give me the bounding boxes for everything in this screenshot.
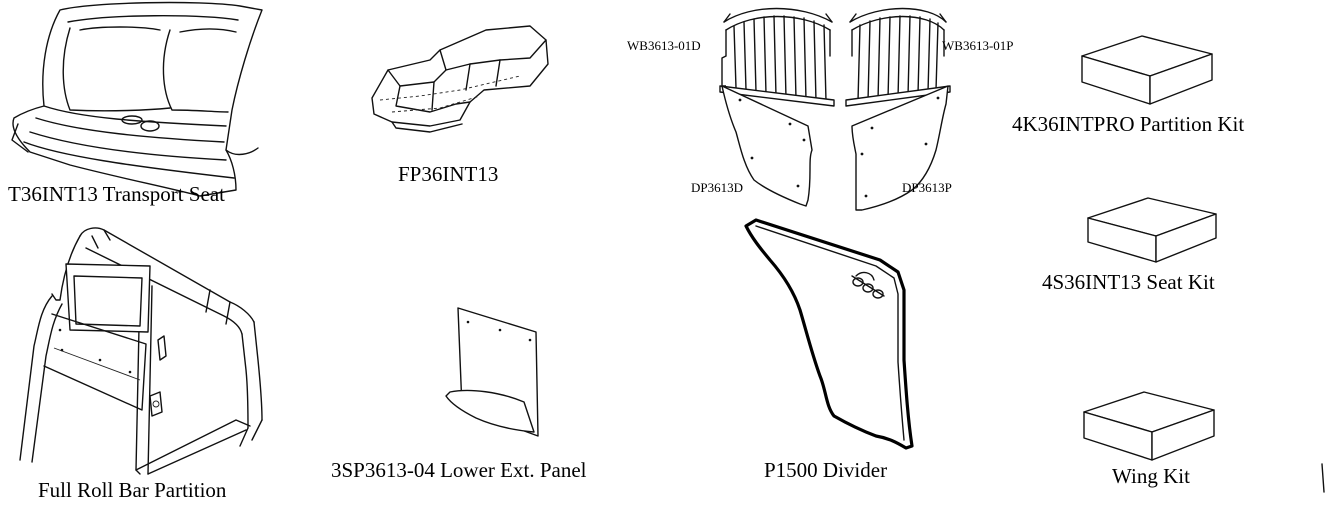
window-bar-driver-drawing bbox=[719, 7, 835, 107]
window-bar-driver-label: WB3613-01D bbox=[627, 38, 701, 53]
door-panel-passenger-label: DP3613P bbox=[902, 180, 952, 195]
partition-kit-label: 4K36INTPRO Partition Kit bbox=[1012, 112, 1245, 136]
lower-panel-label: 3SP3613-04 Lower Ext. Panel bbox=[331, 458, 587, 482]
window-bar-passenger-label: WB3613-01P bbox=[942, 38, 1014, 53]
roll-bar-label: Full Roll Bar Partition bbox=[38, 478, 227, 502]
roll-bar-drawing bbox=[19, 227, 263, 475]
door-panel-passenger-drawing bbox=[851, 85, 949, 211]
door-panel-driver-label: DP3613D bbox=[691, 180, 744, 195]
seat-kit-box-drawing bbox=[1087, 197, 1217, 263]
window-bar-passenger-drawing bbox=[845, 7, 951, 107]
floor-pan-drawing bbox=[371, 25, 549, 133]
divider-drawing bbox=[744, 218, 914, 450]
edge-mark bbox=[1321, 463, 1325, 493]
lower-ext-panel-drawing bbox=[445, 307, 539, 437]
partition-kit-box-drawing bbox=[1081, 35, 1213, 105]
transport-seat-drawing bbox=[11, 1, 263, 197]
door-panel-driver-drawing bbox=[721, 85, 813, 207]
divider-label: P1500 Divider bbox=[764, 458, 888, 482]
floor-pan-label: FP36INT13 bbox=[398, 162, 499, 186]
seat-kit-label: 4S36INT13 Seat Kit bbox=[1042, 270, 1215, 294]
wing-kit-box-drawing bbox=[1083, 391, 1215, 461]
wing-kit-label: Wing Kit bbox=[1112, 464, 1190, 488]
transport-seat-label: T36INT13 Transport Seat bbox=[8, 182, 225, 206]
